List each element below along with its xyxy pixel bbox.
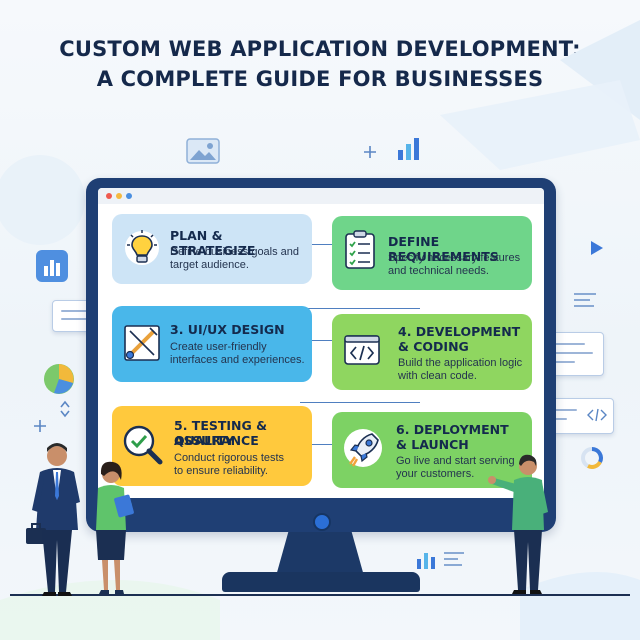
magnifier-check-icon (123, 425, 163, 465)
step-description: to ensure reliability. (174, 465, 268, 477)
step-description: target audience. (170, 259, 249, 271)
rocket-icon (344, 429, 382, 467)
step-description: Build the application logic (398, 357, 523, 369)
connector-1-2 (312, 244, 333, 257)
step-description: Specify necessary features (388, 252, 521, 264)
step-description: Go live and start serving (396, 455, 515, 467)
step-card-plan: PLAN & STRATEGIZE Define business goals … (112, 214, 312, 284)
menu-lines-icon (574, 293, 596, 307)
browser-bar (98, 188, 544, 204)
monitor-base (222, 572, 420, 592)
bar-chart-icon (417, 553, 435, 569)
design-tools-icon (124, 325, 160, 361)
step-title: & CODING (398, 339, 469, 354)
step-title: 4. DEVELOPMENT (398, 324, 521, 339)
connector-4-5 (300, 388, 420, 403)
step-title: DEFINE REQUIREMENTS (388, 234, 499, 264)
donut-chart-icon (581, 447, 603, 469)
lightbulb-icon (125, 230, 159, 265)
page-title-line-2: A COMPLETE GUIDE FOR BUSINESSES (96, 67, 544, 91)
step-title: ASSURANCE (174, 433, 259, 448)
chart-badge-icon (36, 250, 68, 282)
chevron-up-icon (60, 400, 70, 408)
connector-3-4 (312, 340, 334, 342)
menu-lines-icon (444, 552, 464, 566)
pie-chart-icon (44, 364, 74, 394)
window-dot-red (106, 193, 112, 199)
monitor-neck (276, 532, 364, 576)
page-title-line-1: CUSTOM WEB APPLICATION DEVELOPMENT: (59, 37, 581, 61)
code-icon (344, 335, 380, 365)
step-title: 5. TESTING & QUALITY (174, 418, 268, 448)
step-description: interfaces and experiences. (170, 354, 305, 366)
window-dot-blue (126, 193, 132, 199)
step-description: your customers. (396, 468, 475, 480)
step-description: Define business goals and (170, 246, 300, 258)
step-card-design: 3. UI/UX DESIGN Create user-friendly int… (112, 306, 312, 382)
bar-chart-icon (398, 138, 419, 160)
code-brackets-icon (587, 408, 607, 422)
checklist-icon (345, 230, 375, 269)
connector-2-3 (300, 292, 420, 309)
plus-icon (364, 146, 376, 158)
step-card-deployment: 6. DEPLOYMENT & LAUNCH Go live and start… (332, 412, 532, 488)
image-icon (186, 138, 220, 164)
plus-icon (34, 420, 46, 432)
step-description: Create user-friendly (170, 341, 267, 353)
step-title: 3. UI/UX DESIGN (170, 322, 285, 337)
step-description: Conduct rigorous tests (174, 452, 285, 464)
step-title: & LAUNCH (396, 437, 469, 452)
floor-line (10, 594, 630, 596)
step-title: 6. DEPLOYMENT (396, 422, 509, 437)
businesswoman-figure (96, 461, 134, 594)
step-description: and technical needs. (388, 265, 489, 277)
step-title: PLAN & STRATEGIZE (170, 228, 256, 258)
window-dot-yellow (116, 193, 122, 199)
step-card-testing: 5. TESTING & QUALITY ASSURANCE Conduct r… (112, 406, 312, 486)
play-arrow-icon (591, 241, 603, 255)
chevron-down-icon (60, 410, 70, 418)
step-card-requirements: DEFINE REQUIREMENTS Specify necessary fe… (332, 216, 532, 290)
power-button (313, 513, 331, 531)
businessman-figure (26, 443, 80, 596)
step-description: with clean code. (398, 370, 477, 382)
developer-figure (488, 454, 548, 594)
connector-5-6 (312, 444, 334, 446)
step-card-development: 4. DEVELOPMENT & CODING Build the applic… (332, 314, 532, 390)
